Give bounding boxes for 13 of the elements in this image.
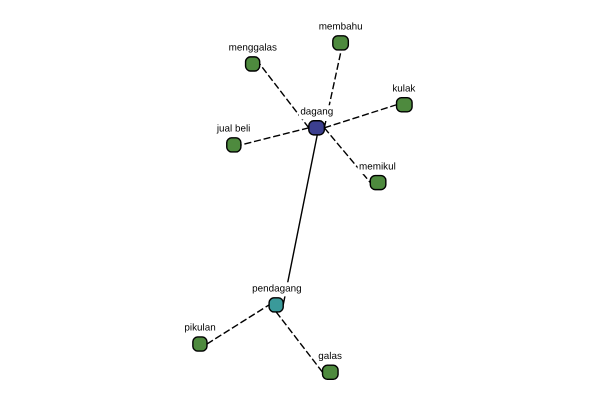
node-label: galas bbox=[318, 350, 342, 362]
connector bbox=[282, 134, 318, 305]
connector bbox=[206, 304, 270, 344]
node-label: menggalas bbox=[228, 42, 277, 54]
connector bbox=[259, 63, 310, 128]
connector bbox=[240, 126, 309, 146]
node-label: kulak bbox=[392, 82, 416, 94]
connector bbox=[324, 104, 397, 128]
connector bbox=[276, 311, 324, 372]
node-label: jual beli bbox=[216, 123, 250, 134]
node-label: pikulan bbox=[184, 322, 216, 334]
node-label: membahu bbox=[318, 21, 363, 32]
connector bbox=[324, 126, 371, 183]
